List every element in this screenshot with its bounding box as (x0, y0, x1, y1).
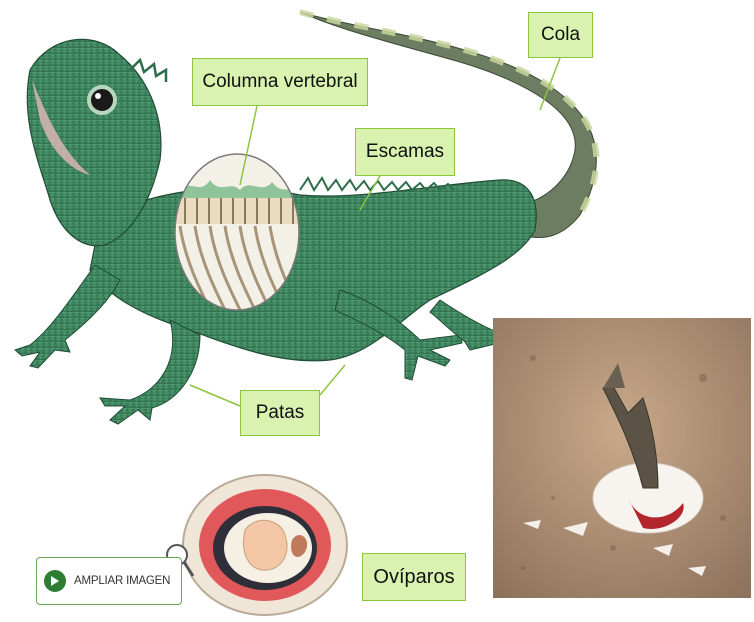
label-patas: Patas (240, 390, 320, 436)
ampliar-imagen-label: AMPLIAR IMAGEN (74, 575, 170, 587)
label-escamas: Escamas (355, 128, 455, 176)
label-cola: Cola (528, 12, 593, 58)
ampliar-imagen-button[interactable]: AMPLIAR IMAGEN (36, 557, 182, 605)
play-icon (44, 570, 66, 592)
hatching-crocodile-photo (493, 318, 751, 598)
eye-icon (89, 87, 115, 113)
label-oviparos: Ovíparos (362, 553, 466, 601)
front-leg-left (15, 265, 120, 368)
front-leg-right (100, 320, 200, 424)
egg-embryo-image (183, 475, 347, 615)
label-columna-vertebral: Columna vertebral (192, 58, 368, 106)
